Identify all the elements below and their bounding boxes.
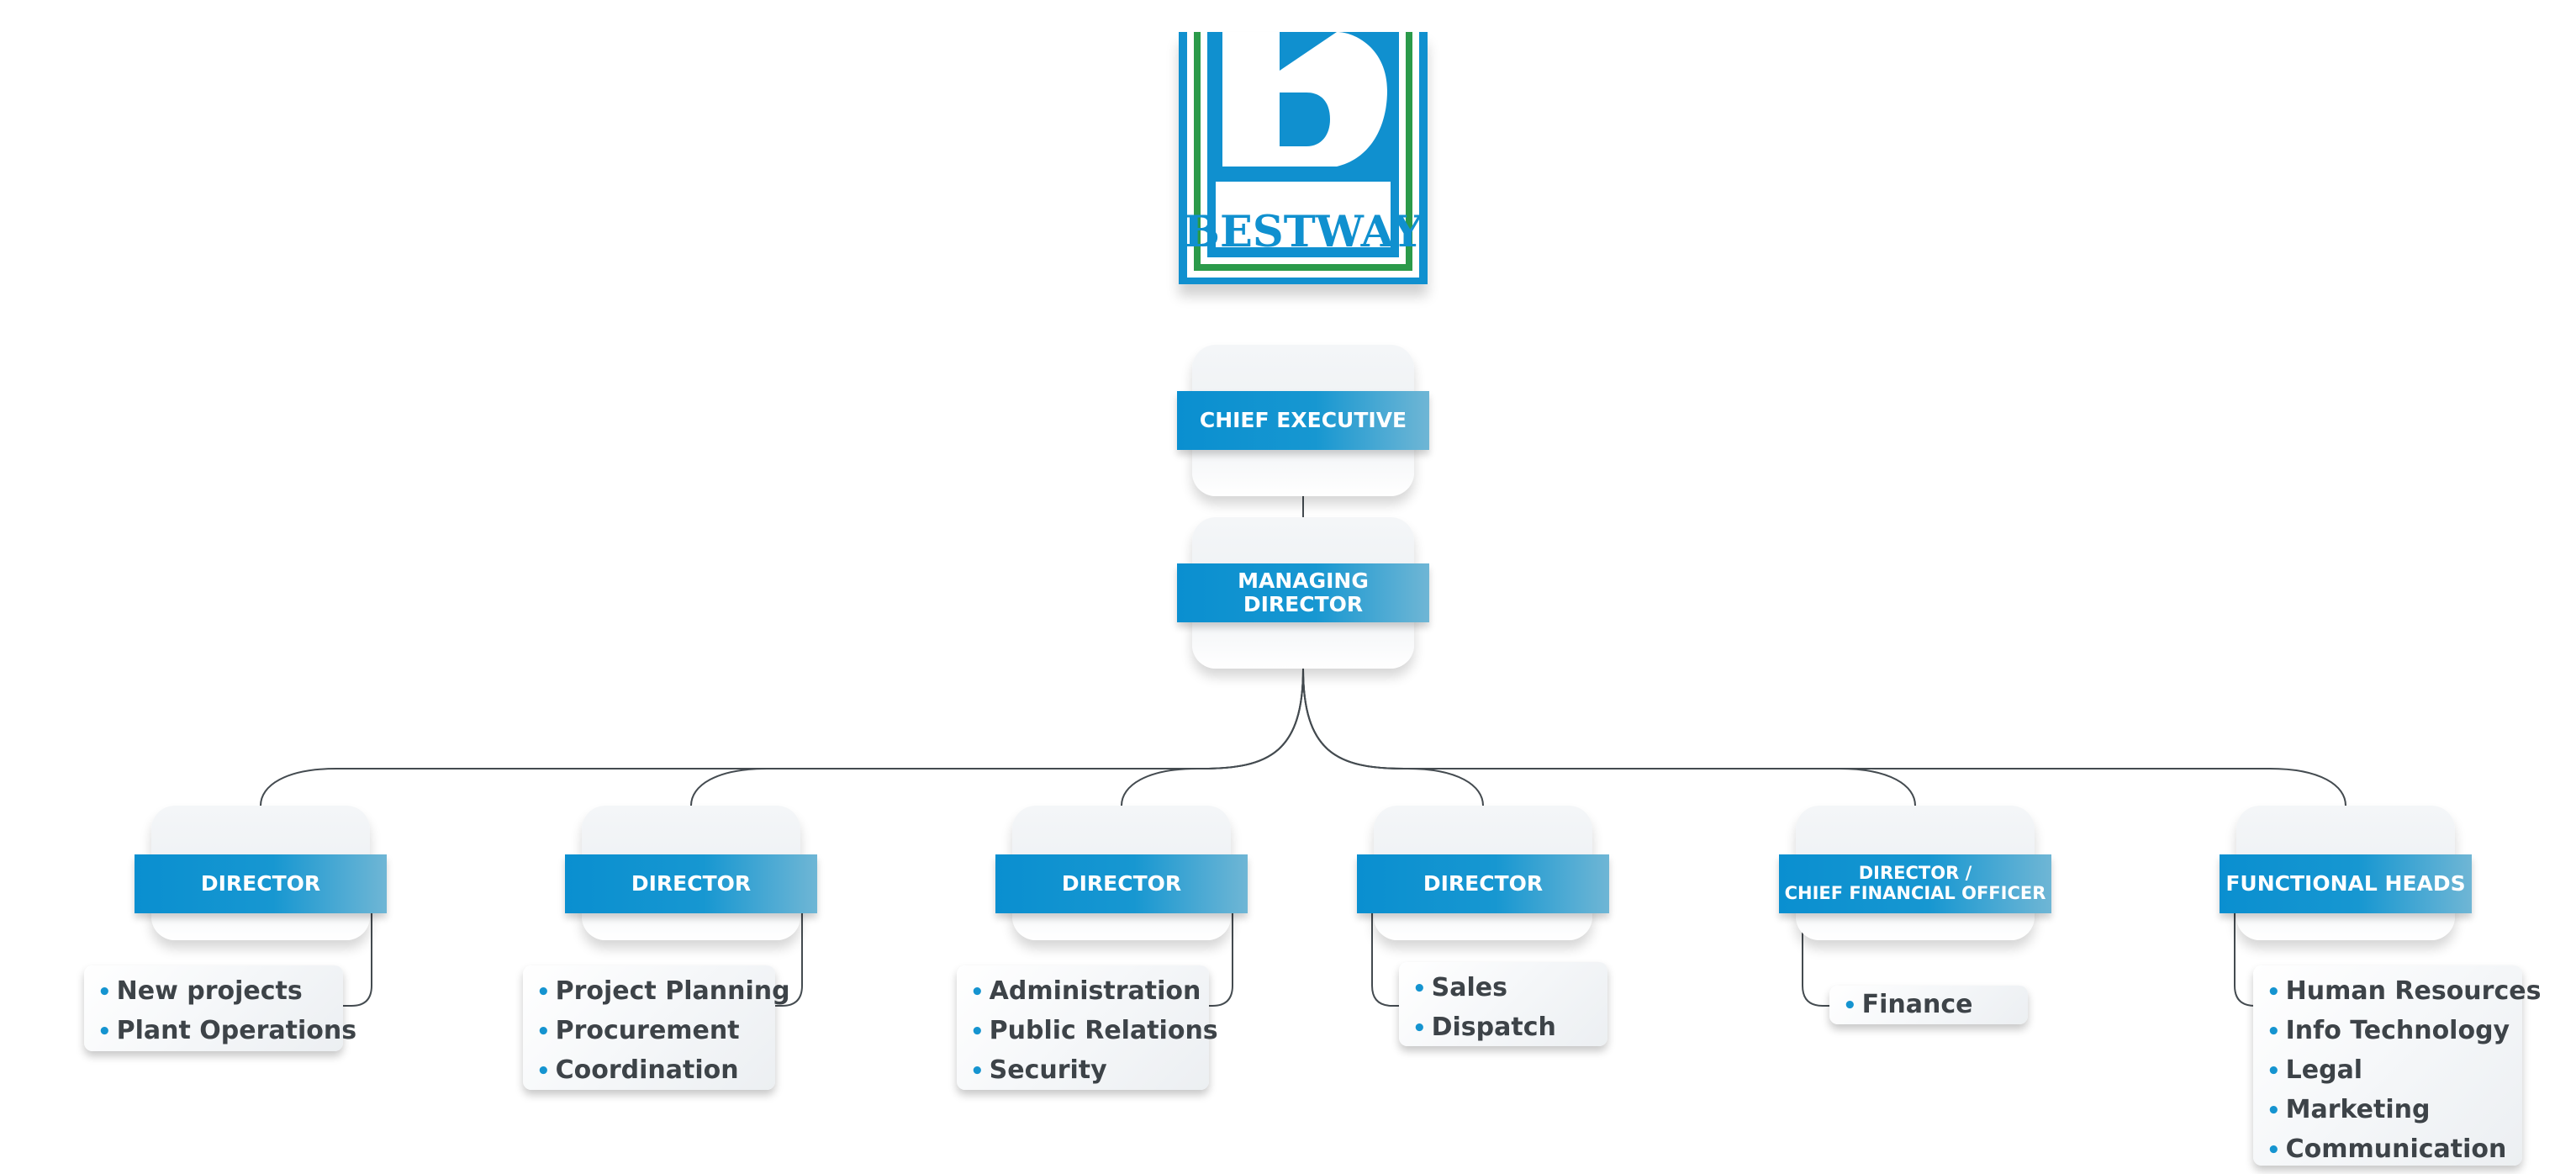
connector-md-branch-6 (1302, 668, 2346, 806)
department-item: •Dispatch (1412, 1013, 1556, 1042)
bullet-dot: • (1843, 993, 1857, 1018)
connector-md-branch-4 (1302, 668, 1484, 806)
bullet-dot: • (2267, 1019, 2281, 1044)
branch-6-title: FUNCTIONAL HEADS (2220, 854, 2472, 913)
connector-branch-1-departments (336, 913, 372, 1007)
managing-director-box[interactable]: MANAGING DIRECTOR (1177, 517, 1429, 669)
branch-5-title-line-1: DIRECTOR / (1858, 863, 1972, 884)
branch-4-box[interactable]: DIRECTOR (1357, 806, 1609, 940)
branch-3-title: DIRECTOR (995, 854, 1248, 913)
department-item: •Human Resources (2267, 976, 2542, 1006)
branch-1-departments: •New projects •Plant Operations (84, 965, 357, 1051)
bestway-logo: BESTWAY (1179, 32, 1428, 284)
branch-1-title: DIRECTOR (135, 854, 387, 913)
branch-4-departments: •Sales •Dispatch (1399, 962, 1607, 1046)
department-item: •New projects (98, 976, 303, 1006)
branch-1-box[interactable]: DIRECTOR (135, 806, 387, 940)
connector-branch-4-departments (1371, 913, 1406, 1007)
bullet-dot: • (2267, 1138, 2281, 1163)
department-item: •Procurement (536, 1016, 740, 1045)
connector-md-branch-2 (690, 668, 1304, 806)
branch-5-title: DIRECTOR / CHIEF FINANCIAL OFFICER (1779, 854, 2051, 913)
branch-2-departments: •Project Planning •Procurement •Coordina… (523, 965, 790, 1090)
bullet-dot: • (2267, 980, 2281, 1005)
branch-5-departments: •Finance (1829, 986, 2028, 1024)
connector-branch-2-departments (768, 913, 803, 1007)
branch-5-box[interactable]: DIRECTOR / CHIEF FINANCIAL OFFICER (1779, 806, 2051, 940)
department-item: •Communication (2267, 1134, 2507, 1164)
chief-executive-box[interactable]: CHIEF EXECUTIVE (1177, 345, 1429, 496)
branch-3-departments: •Administration •Public Relations •Secur… (957, 965, 1218, 1090)
branch-1-title-line: DIRECTOR (200, 871, 321, 896)
branch-3-title-line: DIRECTOR (1061, 871, 1182, 896)
department-item: •Legal (2267, 1055, 2363, 1085)
branch-4-title: DIRECTOR (1357, 854, 1609, 913)
branch-5-title-line-2: CHIEF FINANCIAL OFFICER (1784, 883, 2046, 903)
bullet-dot: • (970, 1059, 984, 1084)
managing-director-label: MANAGING DIRECTOR (1177, 563, 1429, 622)
department-item: •Project Planning (536, 976, 790, 1006)
branch-3-box[interactable]: DIRECTOR (995, 806, 1248, 940)
bullet-dot: • (536, 980, 551, 1005)
bullet-dot: • (536, 1059, 551, 1084)
branch-2-box[interactable]: DIRECTOR (565, 806, 817, 940)
department-item: •Coordination (536, 1055, 739, 1085)
branch-2-title-line: DIRECTOR (631, 871, 752, 896)
branch-2-title: DIRECTOR (565, 854, 817, 913)
branch-6-departments: •Human Resources •Info Technology •Legal… (2253, 965, 2542, 1166)
connector-branch-5-departments (1802, 913, 1838, 1007)
branch-4-title-line: DIRECTOR (1423, 871, 1544, 896)
bullet-dot: • (2267, 1098, 2281, 1124)
bullet-dot: • (970, 1019, 984, 1044)
bullet-dot: • (98, 1019, 112, 1044)
department-item: •Marketing (2267, 1095, 2431, 1124)
branch-6-title-line: FUNCTIONAL HEADS (2225, 871, 2466, 896)
department-item: •Info Technology (2267, 1016, 2510, 1045)
bullet-dot: • (2267, 1059, 2281, 1084)
bullet-dot: • (98, 980, 112, 1005)
bullet-dot: • (1412, 1016, 1427, 1041)
bullet-dot: • (970, 980, 984, 1005)
connector-md-branch-3 (1121, 668, 1304, 806)
connector-md-branch-5 (1302, 668, 1916, 806)
branch-6-box[interactable]: FUNCTIONAL HEADS (2220, 806, 2472, 940)
bullet-dot: • (1412, 976, 1427, 1002)
logo-wordmark: BESTWAY (1183, 207, 1423, 257)
department-item: •Sales (1412, 973, 1507, 1002)
department-item: •Administration (970, 976, 1201, 1006)
chief-executive-label: CHIEF EXECUTIVE (1177, 391, 1429, 450)
department-item: •Security (970, 1055, 1107, 1085)
department-item: •Plant Operations (98, 1016, 357, 1045)
connector-branch-3-departments (1201, 913, 1233, 1007)
department-item: •Finance (1843, 990, 1973, 1019)
bullet-dot: • (536, 1019, 551, 1044)
department-item: •Public Relations (970, 1016, 1218, 1045)
connector-md-branch-1 (260, 668, 1304, 806)
